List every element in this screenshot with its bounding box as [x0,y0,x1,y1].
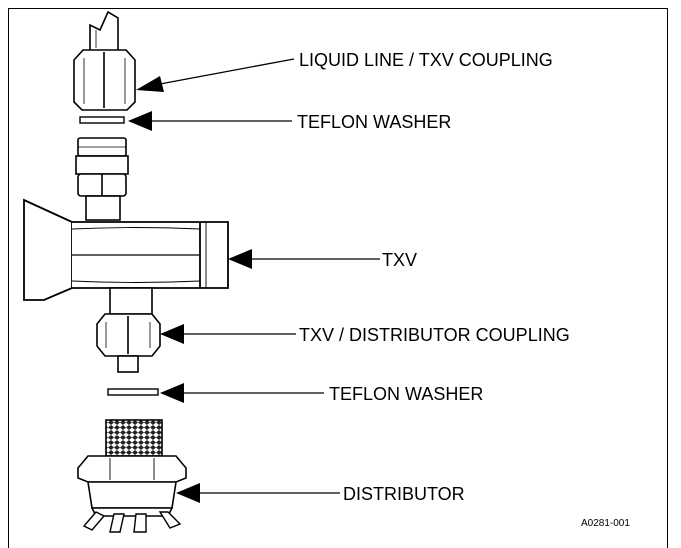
figure-code: A0281-001 [581,518,630,529]
label-txv-distributor-coupling: TXV / DISTRIBUTOR COUPLING [299,325,570,345]
leader-txv-distributor-coupling [160,324,296,344]
figure-frame [8,8,668,548]
teflon-washer-upper [79,116,125,124]
label-teflon-washer-lower: TEFLON WASHER [329,384,483,404]
label-txv: TXV [382,250,417,270]
label-distributor: DISTRIBUTOR [343,484,465,504]
txv-distributor-coupling-nut [96,313,161,373]
distributor-threaded-neck [105,419,163,457]
txv-outlet-stub [109,287,153,315]
teflon-washer-lower [107,388,159,396]
distributor-outlet-tubes [82,511,182,533]
txv-inlet-fitting [75,137,129,221]
leader-teflon-washer-lower [160,383,324,403]
leader-distributor [176,483,340,503]
distributor-body [77,455,187,517]
label-teflon-washer-upper: TEFLON WASHER [297,112,451,132]
txv-body [23,198,229,301]
label-liquid-line-coupling: LIQUID LINE / TXV COUPLING [299,50,553,70]
leader-liquid-line-coupling [136,58,295,92]
leader-teflon-washer-upper [128,111,292,131]
leader-txv [228,249,380,269]
liquid-line-coupling-nut [73,49,136,111]
liquid-line-tube [89,10,119,50]
